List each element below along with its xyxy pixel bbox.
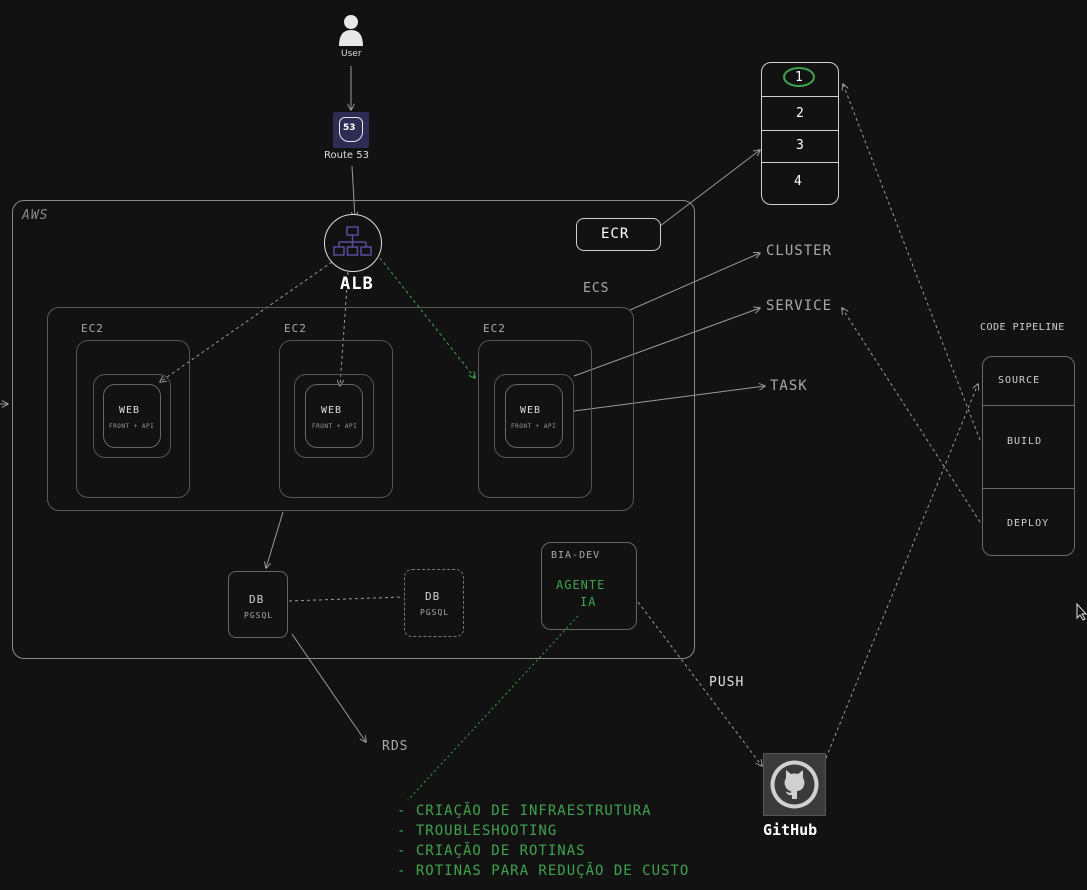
ec2-label-3: EC2 [483,322,506,335]
route53-node: 53 [333,112,369,148]
github-octocat-icon [770,760,819,809]
pipeline-stage-source: SOURCE [998,375,1041,386]
bia-dev-label: BIA-DEV [551,550,601,561]
repo-divider-2 [761,130,839,131]
arrow-alb-web1 [160,261,333,382]
route53-shield-icon [339,117,363,142]
pipeline-stage-build: BUILD [1007,436,1043,447]
web-container-outer-1 [93,374,171,458]
ec2-label-1: EC2 [81,322,104,335]
user-icon [339,15,363,46]
arrow-alb-web2 [340,271,349,386]
agent-task-item: - TROUBLESHOOTING [397,823,558,839]
cluster-label: CLUSTER [766,243,833,259]
service-label: SERVICE [766,298,833,314]
pipeline-divider-2 [982,488,1075,489]
web-container-outer-2 [294,374,374,458]
repo-item-1: 1 [795,70,804,85]
db-replica-node [404,569,464,637]
pipeline-title: CODE PIPELINE [980,322,1065,333]
ec2-instance-1 [76,340,190,498]
arrow-build-repo [843,84,981,441]
web-label-3: WEB [520,405,542,416]
repo-item-1-highlight [783,67,815,87]
agent-task-item: - CRIAÇÃO DE INFRAESTRUTURA [397,803,652,819]
aws-label: AWS [22,208,49,223]
route53-badge: 53 [343,123,356,133]
bia-dev-node [541,542,637,630]
github-label: GitHub [763,821,818,839]
pipeline-stage-deploy: DEPLOY [1007,518,1050,529]
ecr-repository-stack [761,62,839,205]
db-replica-sub: PGSQL [420,608,450,617]
ecr-node [576,218,661,251]
ec2-instance-3 [478,340,592,498]
repo-item-2: 2 [796,106,805,121]
web-container-outer-3 [494,374,574,458]
repo-divider-1 [761,96,839,97]
db-replication-link [288,596,404,602]
web-sub-2: FRONT + API [312,423,358,430]
task-label: TASK [770,378,808,394]
agent-label-line2: IA [580,595,597,609]
ec2-label-2: EC2 [284,322,307,335]
pipeline-box [982,356,1075,556]
push-label: PUSH [709,675,745,690]
arrow-github-source [825,384,978,759]
github-node [763,753,826,816]
arrow-deploy-service [842,308,981,523]
ecs-label: ECS [583,281,610,296]
alb-node [324,214,382,272]
web-container-3 [505,384,563,448]
rds-label: RDS [382,739,409,754]
arrow-db-rds [291,633,366,742]
arrow-route53-alb [352,165,355,218]
arrow-ecr-repo [659,150,760,227]
user-label: User [341,49,362,59]
route53-label: Route 53 [324,150,369,161]
aws-boundary [12,200,695,659]
arrow-push-github [637,601,762,766]
agent-task-item: - ROTINAS PARA REDUÇÃO DE CUSTO [397,863,690,879]
db-primary-node [228,571,288,638]
arrow-web-task [573,386,765,412]
db-primary-sub: PGSQL [244,611,274,620]
load-balancer-icon [333,226,372,256]
repo-item-3: 3 [796,138,805,153]
web-sub-1: FRONT + API [109,423,155,430]
alb-label: ALB [340,274,374,294]
db-primary-label: DB [249,593,265,606]
web-label-2: WEB [321,405,343,416]
ec2-instance-2 [279,340,393,498]
user-node: User [334,12,368,62]
arrow-ec2-service [573,308,760,377]
agent-task-list: - CRIAÇÃO DE INFRAESTRUTURA - TROUBLESHO… [397,801,689,881]
agent-label-line1: AGENTE [556,578,606,592]
web-sub-3: FRONT + API [511,423,557,430]
web-container-2 [305,384,363,448]
mouse-cursor-icon [1076,603,1087,621]
ecr-label: ECR [601,226,630,242]
web-label-1: WEB [119,405,141,416]
arrow-ecs-cluster [629,253,760,311]
db-replica-label: DB [425,590,441,603]
pipeline-divider-1 [982,405,1075,406]
repo-item-4: 4 [794,174,803,189]
repo-divider-3 [761,162,839,163]
web-container-1 [103,384,161,448]
arrow-ecs-db [266,511,284,568]
agent-tasks-link [407,615,579,801]
agent-task-item: - CRIAÇÃO DE ROTINAS [397,843,586,859]
ecs-cluster-box [47,307,634,511]
arrow-alb-web3 [379,257,475,378]
